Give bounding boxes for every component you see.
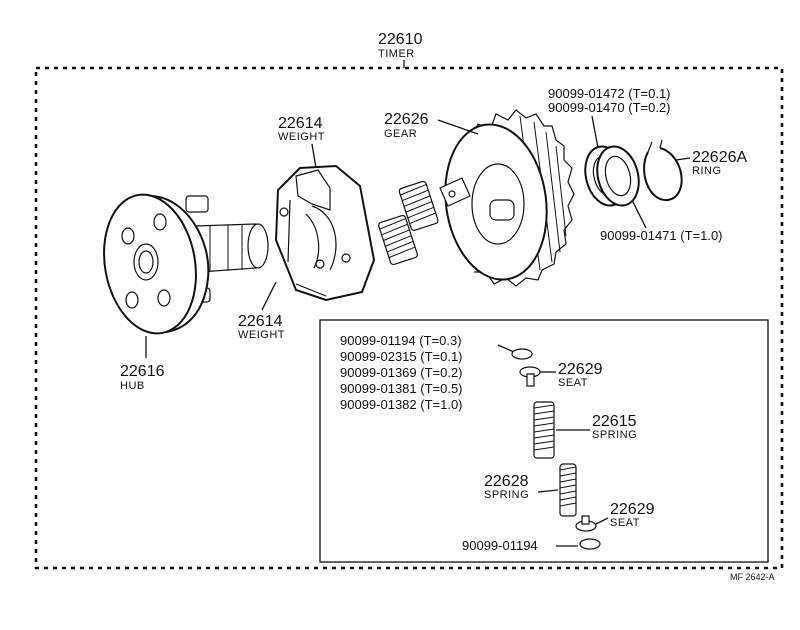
shim-item-4: 90099-01382 (T=1.0) bbox=[340, 397, 463, 412]
hub-part-name: HUB bbox=[120, 380, 145, 392]
shim-bottom-label: 90099-01194 bbox=[462, 538, 538, 553]
gear-leader bbox=[437, 119, 479, 135]
washers-drawing bbox=[584, 145, 640, 207]
spring-outer-part-number: 22615 bbox=[592, 413, 637, 430]
gear-part-number: 22626 bbox=[384, 111, 429, 128]
spring-inner-part-number: 22628 bbox=[484, 473, 529, 490]
spring-inner-leader bbox=[537, 489, 559, 493]
timer-assembly-boundary bbox=[34, 66, 784, 570]
washer-top-leader bbox=[591, 115, 599, 149]
seat-top-part-name: SEAT bbox=[558, 377, 588, 389]
inset-box bbox=[319, 319, 769, 563]
gear-part-name: GEAR bbox=[384, 128, 417, 140]
seat-bottom-part-number: 22629 bbox=[610, 501, 655, 518]
weight-bottom-part-number: 22614 bbox=[238, 313, 283, 330]
hub-drawing bbox=[103, 193, 269, 335]
seat-bottom-part-name: SEAT bbox=[610, 517, 640, 529]
weight-top-leader bbox=[311, 143, 317, 169]
timer-part-number: 22610 bbox=[378, 31, 423, 48]
gear-drawing bbox=[439, 109, 575, 287]
washer-top-1: 90099-01470 (T=0.2) bbox=[548, 100, 671, 115]
shim-item-1: 90099-02315 (T=0.1) bbox=[340, 349, 463, 364]
seat-bottom-leader bbox=[595, 517, 609, 525]
washer-top-0: 90099-01472 (T=0.1) bbox=[548, 86, 671, 101]
washer-side-leader bbox=[631, 199, 647, 229]
weight-top-part-number: 22614 bbox=[278, 115, 323, 132]
ring-drawing bbox=[643, 139, 683, 202]
ring-part-name: RING bbox=[692, 165, 722, 177]
washer-side-label: 90099-01471 (T=1.0) bbox=[600, 228, 723, 243]
spring-outer-part-name: SPRING bbox=[592, 429, 637, 441]
shim-item-2: 90099-01369 (T=0.2) bbox=[340, 365, 463, 380]
timer-part-name: TIMER bbox=[378, 48, 415, 60]
weight-bottom-part-name: WEIGHT bbox=[238, 329, 285, 341]
ring-part-number: 22626A bbox=[692, 149, 747, 166]
ring-leader bbox=[675, 157, 691, 161]
weight-bottom-leader bbox=[261, 281, 277, 311]
weight-springs-drawing bbox=[378, 180, 439, 266]
footer-code: MF 2642-A bbox=[730, 572, 775, 582]
shim-item-0: 90099-01194 (T=0.3) bbox=[340, 333, 462, 348]
weight-drawing bbox=[274, 164, 376, 302]
shim-item-3: 90099-01381 (T=0.5) bbox=[340, 381, 463, 396]
seat-top-part-number: 22629 bbox=[558, 361, 603, 378]
spring-inner-part-name: SPRING bbox=[484, 489, 529, 501]
weight-top-part-name: WEIGHT bbox=[278, 131, 325, 143]
shim-leader bbox=[497, 344, 515, 353]
hub-part-number: 22616 bbox=[120, 363, 165, 380]
inset-parts-drawing bbox=[511, 348, 601, 550]
